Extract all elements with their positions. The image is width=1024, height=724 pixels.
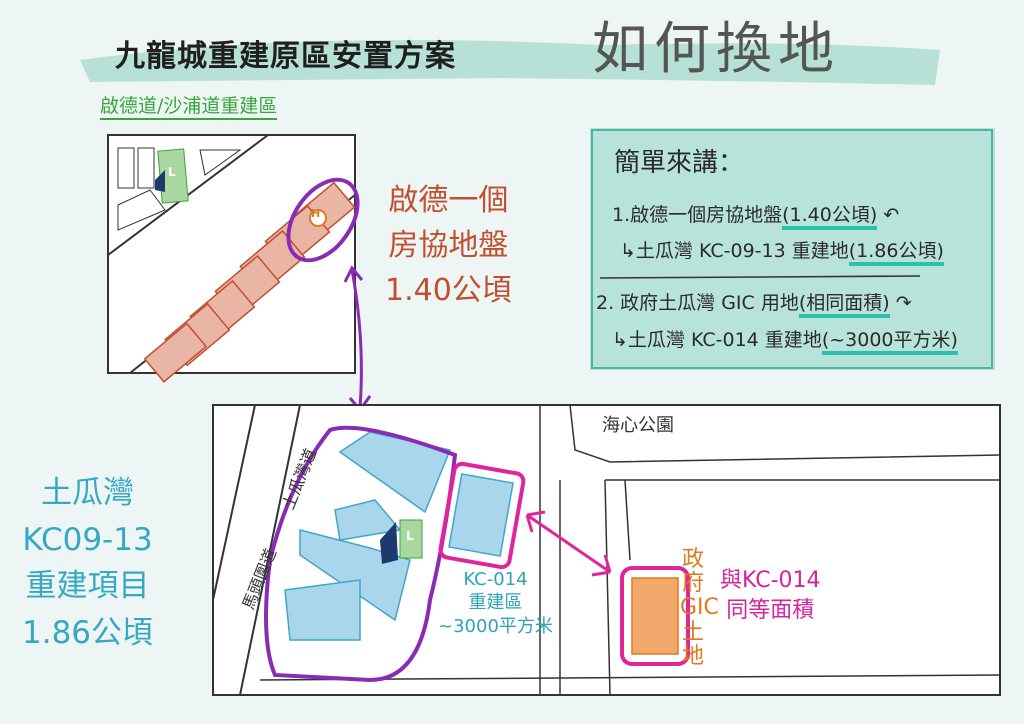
site-label-line: 啟德一個	[388, 183, 509, 218]
summary-text: 2. 政府土瓜灣 GIC 用地	[596, 292, 799, 314]
bottom-map	[212, 404, 1001, 696]
summary-box-border	[591, 129, 993, 369]
bottom-map-l-marker: L	[406, 529, 414, 543]
project-label-line: KC09-13	[22, 521, 153, 558]
kc0913-outline	[264, 425, 458, 683]
park-label: 海心公園	[602, 415, 674, 436]
kai-tak-site-label: 啟德一個 房協地盤 1.40公頃	[385, 178, 512, 313]
gic-land-label: 政府GIC土地	[680, 547, 719, 669]
kc014-label: KC-014 重建區 ~3000平方米	[438, 568, 553, 638]
top-map-l-marker: L	[168, 165, 176, 179]
kc014-label-area: ~3000平方米	[438, 615, 553, 637]
purple-swap-arrow	[350, 269, 363, 409]
equal-area-label: 與KC-014 同等面積	[720, 566, 821, 625]
magenta-swap-arrow	[525, 510, 612, 577]
summary-item-1: 1.啟德一個房協地盤(1.40公頃) ↶	[612, 200, 899, 230]
hkhs-marker: H	[311, 207, 321, 220]
kc014-label-line: KC-014	[463, 569, 528, 590]
summary-item-2-target: ↳土瓜灣 KC-014 重建地(~3000平方米)	[612, 325, 958, 355]
kc014-outline	[438, 461, 526, 570]
title-brush-stroke	[80, 40, 940, 85]
top-map-label: 啟德道/沙浦道重建區	[100, 95, 278, 120]
project-label-line: 土瓜灣	[41, 475, 135, 511]
equal-label-line: 同等面積	[726, 597, 815, 623]
project-label-area: 1.86公頃	[22, 614, 154, 651]
gic-outline	[620, 566, 690, 666]
summary-heading: 簡單來講：	[614, 148, 745, 178]
page-title: 九龍城重建原區安置方案	[115, 39, 456, 74]
summary-value: (1.40公頃)	[782, 204, 878, 230]
summary-value: (~3000平方米)	[821, 329, 958, 355]
kai-tak-site-outline	[286, 177, 360, 263]
summary-item-2: 2. 政府土瓜灣 GIC 用地(相同面積) ↷	[596, 288, 912, 318]
site-label-line: 房協地盤	[388, 228, 509, 263]
kc0913-project-label: 土瓜灣 KC09-13 重建項目 1.86公頃	[22, 470, 153, 656]
summary-value: (1.86公頃)	[848, 240, 944, 266]
page-subtitle: 如何換地	[592, 17, 840, 82]
kc014-label-line: 重建區	[468, 592, 523, 614]
summary-value: (相同面積)	[798, 292, 890, 318]
project-label-line: 重建項目	[25, 568, 150, 604]
summary-box: 簡單來講： 1.啟德一個房協地盤(1.40公頃) ↶ ↳土瓜灣 KC-09-13…	[592, 128, 992, 368]
equal-label-line: 與KC-014	[720, 568, 821, 593]
summary-text: 1.啟德一個房協地盤	[612, 204, 783, 226]
top-map	[107, 134, 356, 383]
summary-divider	[599, 275, 921, 279]
summary-text: ↳土瓜灣 KC-09-13 重建地	[620, 240, 849, 262]
summary-box-fill	[590, 128, 995, 370]
summary-item-1-target: ↳土瓜灣 KC-09-13 重建地(1.86公頃)	[620, 236, 944, 266]
site-label-area: 1.40公頃	[385, 273, 512, 308]
summary-text: ↳土瓜灣 KC-014 重建地	[612, 329, 822, 351]
